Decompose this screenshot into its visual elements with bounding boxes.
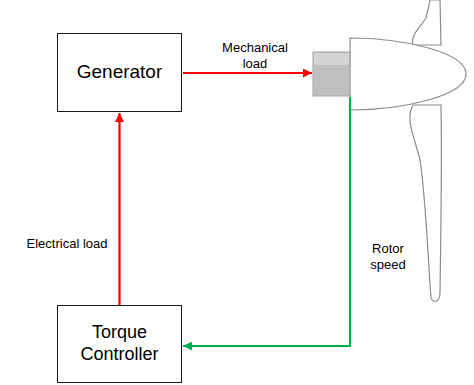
shaft-highlight [314, 53, 349, 65]
upper-blade [412, 0, 441, 45]
hub-dome [350, 38, 466, 110]
rotor-speed-arrow [183, 97, 350, 346]
box-label: Generator [77, 61, 163, 84]
process-box: Generator [57, 33, 182, 112]
mechanical-load-arrow [183, 72, 312, 74]
process-box: Torque Controller [57, 305, 182, 383]
signal-label: Mechanical load [210, 40, 300, 73]
signal-arrow [118, 113, 120, 305]
shaft [313, 52, 350, 96]
lower-blade [410, 105, 442, 301]
edge-label: Electrical load [27, 236, 108, 252]
box-label: Torque Controller [64, 322, 175, 365]
signal-label: Rotor speed [357, 241, 419, 274]
